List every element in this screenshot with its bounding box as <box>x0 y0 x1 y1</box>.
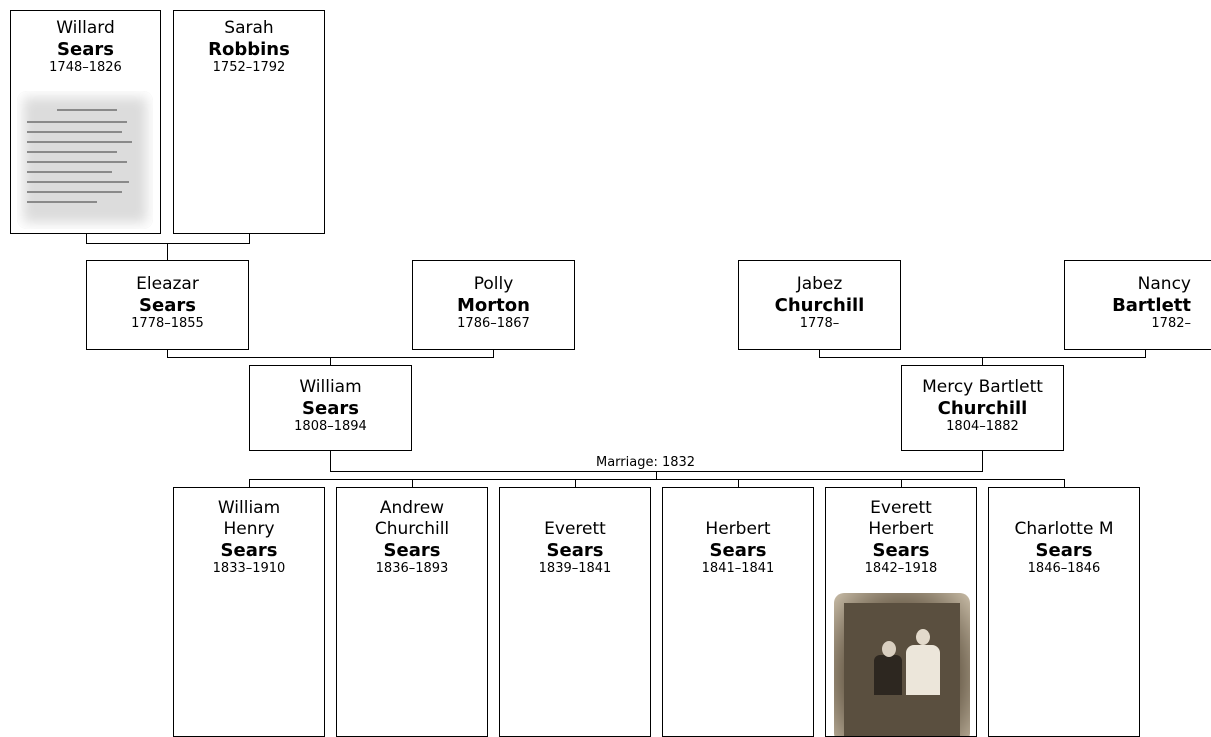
surname: Morton <box>457 295 530 316</box>
given-name: Henry <box>223 519 275 539</box>
surname: Sears <box>872 540 930 561</box>
surname: Sears <box>139 295 196 316</box>
photo-man-head <box>882 641 896 657</box>
life-dates: 1839–1841 <box>538 561 612 576</box>
person-card-sarah-robbins[interactable]: Sarah Robbins 1752–1792 <box>173 10 325 234</box>
person-card-willard-sears[interactable]: Willard Sears 1748–1826 <box>10 10 161 234</box>
given-name: Churchill <box>374 519 450 539</box>
person-card-everett-sears[interactable]: Everett Sears 1839–1841 <box>499 487 651 737</box>
given-name: Everett <box>544 519 606 539</box>
surname: Sears <box>546 540 604 561</box>
person-card-william-henry-sears[interactable]: William Henry Sears 1833–1910 <box>173 487 325 737</box>
surname: Sears <box>383 540 441 561</box>
person-card-andrew-churchill-sears[interactable]: Andrew Churchill Sears 1836–1893 <box>336 487 488 737</box>
life-dates: 1833–1910 <box>212 561 286 576</box>
surname: Bartlett <box>1112 295 1191 316</box>
surname: Sears <box>709 540 767 561</box>
marriage-label: Marriage: 1832 <box>595 455 697 471</box>
life-dates: 1841–1841 <box>701 561 775 576</box>
life-dates: 1808–1894 <box>294 419 367 434</box>
given-name: Everett <box>870 498 932 518</box>
person-card-jabez-churchill[interactable]: Jabez Churchill 1778– <box>738 260 901 350</box>
life-dates: 1752–1792 <box>212 60 286 75</box>
person-card-eleazar-sears[interactable]: Eleazar Sears 1778–1855 <box>86 260 249 350</box>
given-name: William <box>299 377 362 397</box>
photo-woman <box>906 645 940 695</box>
surname: Churchill <box>937 398 1028 419</box>
surname: Robbins <box>208 39 290 60</box>
given-name: Nancy <box>1137 274 1191 294</box>
life-dates: 1842–1918 <box>864 561 938 576</box>
surname: Churchill <box>774 295 865 316</box>
person-card-nancy-bartlett[interactable]: Nancy Bartlett 1782– <box>1064 260 1211 350</box>
person-card-herbert-sears[interactable]: Herbert Sears 1841–1841 <box>662 487 814 737</box>
life-dates: 1786–1867 <box>457 316 530 331</box>
life-dates: 1804–1882 <box>946 419 1019 434</box>
given-name: William <box>217 498 281 518</box>
given-name: Mercy Bartlett <box>922 377 1043 397</box>
given-name: Sarah <box>224 18 274 38</box>
person-card-mercy-bartlett-churchill[interactable]: Mercy Bartlett Churchill 1804–1882 <box>901 365 1064 451</box>
given-name: Jabez <box>796 274 843 294</box>
surname: Sears <box>302 398 359 419</box>
photo-frame <box>844 603 960 736</box>
given-name: Polly <box>473 274 514 294</box>
life-dates: 1748–1826 <box>49 60 122 75</box>
surname: Sears <box>57 39 114 60</box>
connector-jabez-nancy <box>819 350 1146 358</box>
portrait-photo[interactable] <box>834 593 970 736</box>
life-dates: 1778–1855 <box>131 316 204 331</box>
document-photo[interactable] <box>17 91 153 229</box>
given-name: Andrew <box>379 498 445 518</box>
person-card-charlotte-m-sears[interactable]: Charlotte M Sears 1846–1846 <box>988 487 1140 737</box>
person-card-polly-morton[interactable]: Polly Morton 1786–1867 <box>412 260 575 350</box>
given-name: Herbert <box>705 519 771 539</box>
connector-willard-sarah <box>86 234 250 244</box>
person-card-everett-herbert-sears[interactable]: Everett Herbert Sears 1842–1918 <box>825 487 977 737</box>
given-name: Willard <box>56 18 115 38</box>
given-name: Eleazar <box>136 274 199 294</box>
given-name: Herbert <box>868 519 934 539</box>
surname: Sears <box>1035 540 1093 561</box>
connector-eleazar-polly <box>167 350 494 358</box>
photo-woman-head <box>916 629 930 645</box>
life-dates: 1782– <box>1151 316 1191 331</box>
life-dates: 1778– <box>799 316 840 331</box>
given-name: Charlotte M <box>1014 519 1114 539</box>
person-card-william-sears[interactable]: William Sears 1808–1894 <box>249 365 412 451</box>
photo-man <box>874 655 902 695</box>
life-dates: 1836–1893 <box>375 561 449 576</box>
life-dates: 1846–1846 <box>1027 561 1101 576</box>
surname: Sears <box>220 540 278 561</box>
